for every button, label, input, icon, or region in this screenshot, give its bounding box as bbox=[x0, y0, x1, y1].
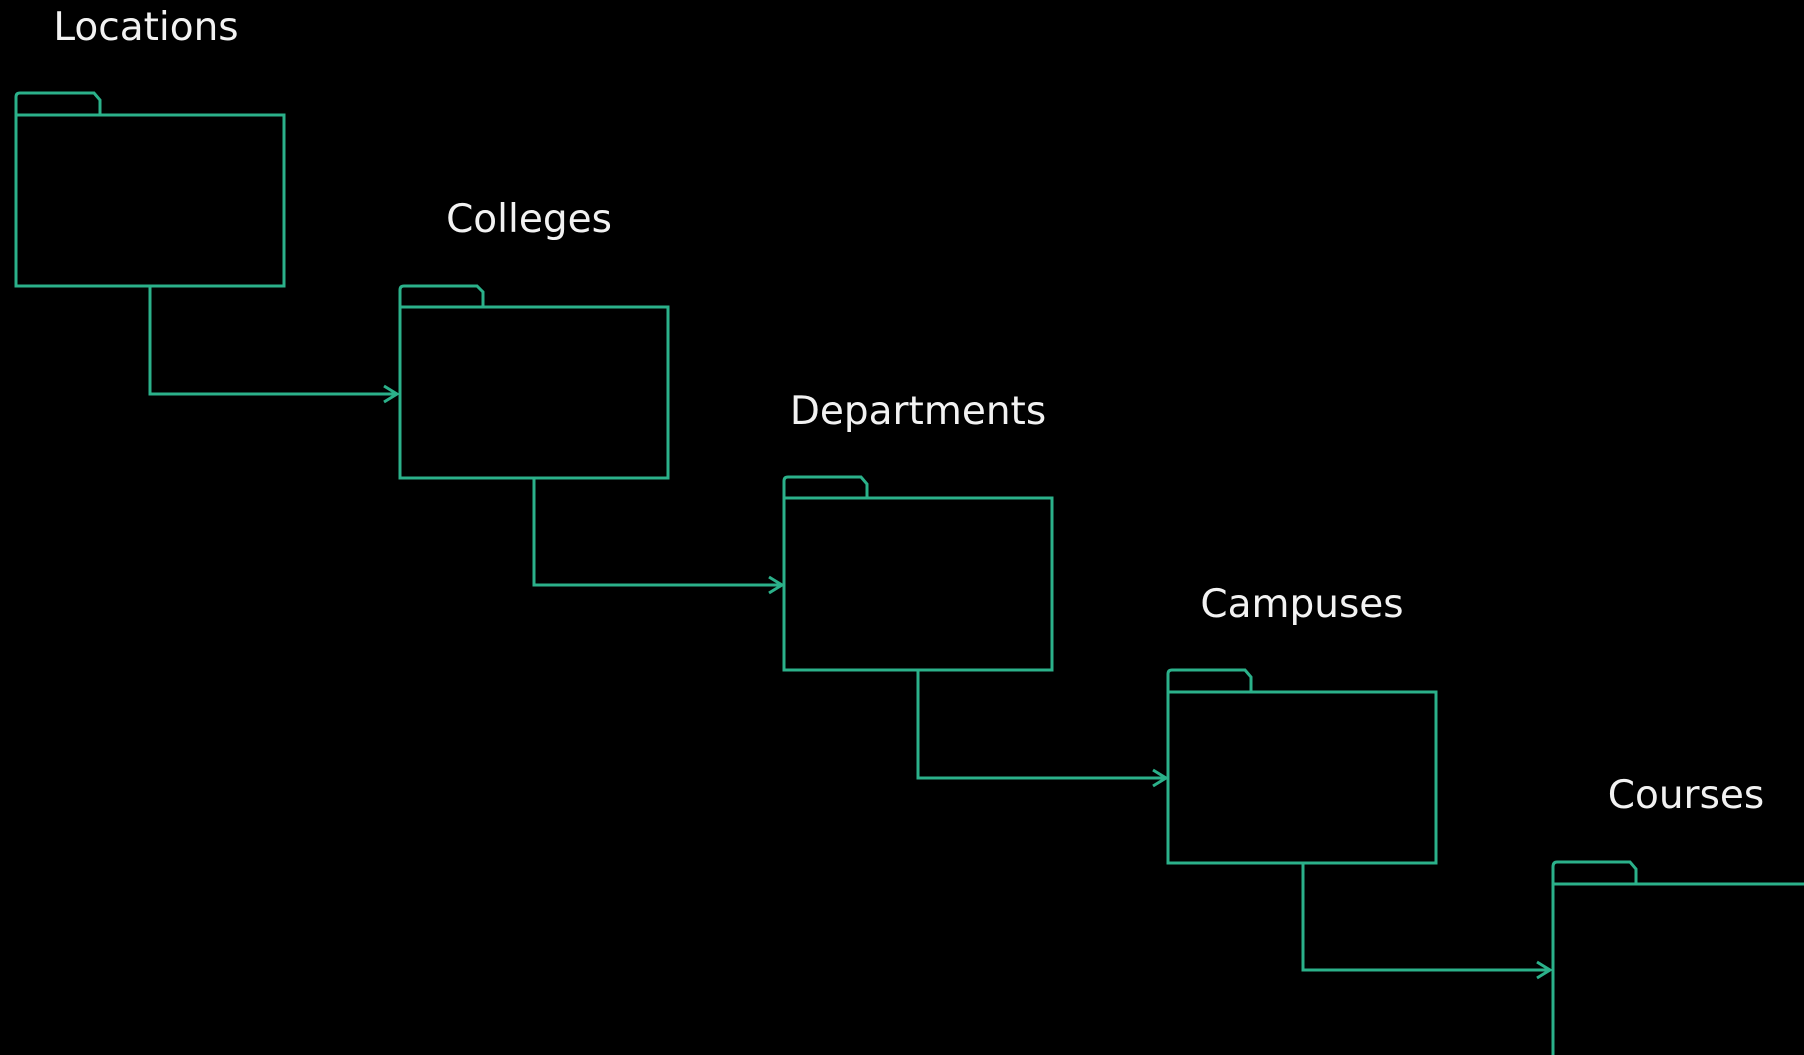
package-departments[interactable] bbox=[782, 475, 1054, 672]
connectors bbox=[148, 286, 1553, 980]
package-body bbox=[1166, 690, 1438, 865]
package-colleges[interactable] bbox=[398, 284, 670, 480]
label-departments: Departments bbox=[790, 389, 1046, 434]
package-tab bbox=[1166, 668, 1253, 692]
label-campuses: Campuses bbox=[1200, 582, 1403, 627]
package-body bbox=[782, 496, 1054, 672]
package-body bbox=[1551, 882, 1804, 1055]
package-tab bbox=[398, 284, 485, 307]
package-tab bbox=[782, 475, 869, 498]
arrowhead-departments-campuses bbox=[1152, 768, 1169, 788]
arrowhead-colleges-departments bbox=[768, 575, 785, 595]
label-courses: Courses bbox=[1608, 773, 1764, 818]
package-campuses[interactable] bbox=[1166, 668, 1438, 865]
package-body bbox=[398, 305, 670, 480]
connector-departments-campuses bbox=[916, 670, 1165, 780]
package-tab bbox=[14, 91, 102, 115]
package-body bbox=[14, 113, 286, 288]
connector-colleges-departments bbox=[532, 478, 781, 587]
package-courses[interactable] bbox=[1551, 860, 1804, 1055]
package-locations[interactable] bbox=[14, 91, 286, 288]
connector-locations-colleges bbox=[148, 286, 396, 396]
label-colleges: Colleges bbox=[446, 197, 612, 242]
package-tab bbox=[1551, 860, 1638, 884]
label-locations: Locations bbox=[53, 5, 238, 50]
labels: Locations Colleges Departments Campuses … bbox=[53, 5, 1764, 818]
connector-campuses-courses bbox=[1301, 863, 1549, 972]
packages bbox=[14, 91, 1804, 1055]
arrowhead-locations-colleges bbox=[383, 384, 400, 404]
arrowhead-campuses-courses bbox=[1536, 960, 1553, 980]
